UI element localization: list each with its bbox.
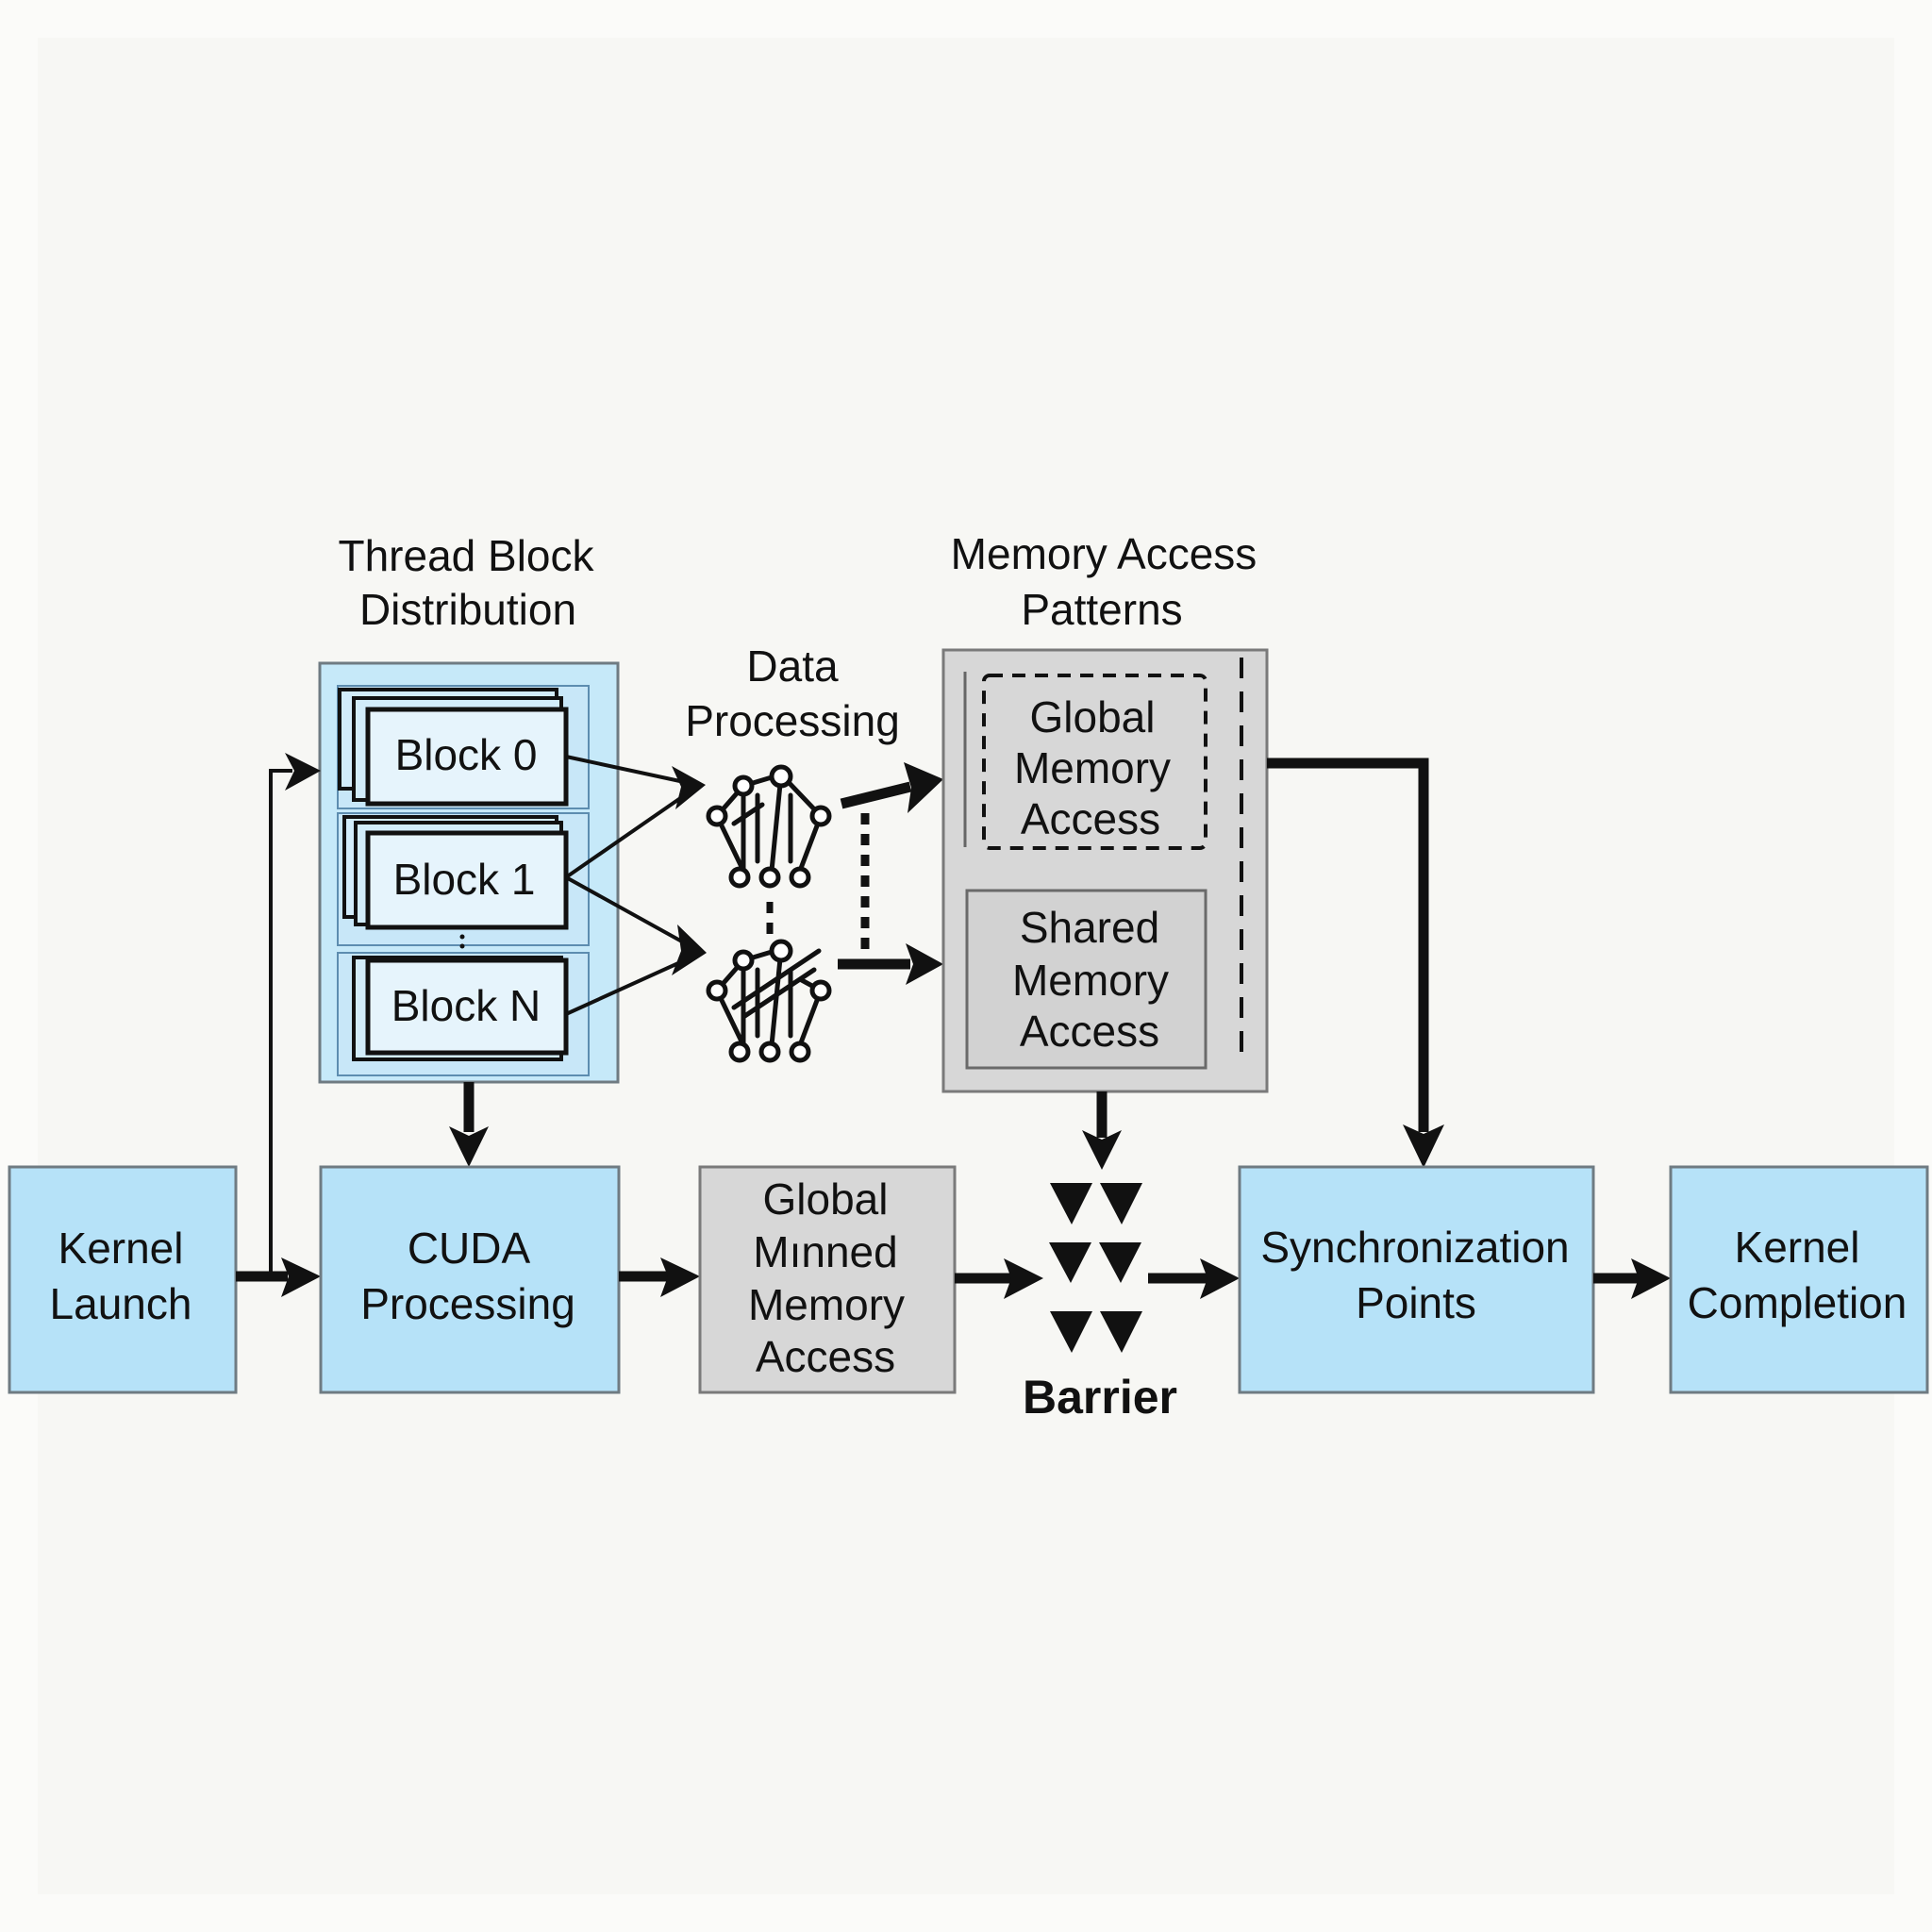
- thread-block-title: Thread Block Distribution: [338, 531, 594, 634]
- block-0-box: [365, 707, 569, 807]
- barrier-triangles-icon: [1049, 1183, 1142, 1353]
- sync-points-line2: Points: [1356, 1278, 1476, 1327]
- memory-patterns-title-line2: Patterns: [1021, 585, 1182, 634]
- arrow-sync-to-completion: [1593, 1258, 1671, 1299]
- global-memory-node[interactable]: Global Mınned Memory Access: [698, 1165, 957, 1394]
- kernel-launch-box: [8, 1165, 238, 1394]
- arrow-launch-to-cuda: [236, 1257, 321, 1297]
- global-memory-node-line3: Memory: [748, 1280, 905, 1329]
- cuda-processing-box: [319, 1165, 621, 1394]
- global-memory-line1: Global: [1030, 692, 1156, 741]
- memory-patterns-container[interactable]: Global Memory Access Shared Memory Acces…: [941, 648, 1269, 1093]
- shared-memory-line2: Memory: [1012, 956, 1169, 1005]
- block-0-label: Block 0: [395, 730, 538, 779]
- block-1-box: [365, 830, 569, 930]
- block-1[interactable]: Block 1: [337, 812, 590, 946]
- kernel-completion-line1: Kernel: [1735, 1223, 1860, 1272]
- memory-to-barrier-arrow: [1082, 1091, 1122, 1170]
- arrow-block0-to-top: [565, 755, 690, 785]
- block-n[interactable]: Block N: [337, 952, 590, 1076]
- arrowhead-to-shared: [906, 943, 943, 985]
- shared-memory-box: [965, 889, 1208, 1070]
- barrier-label: Barrier: [1023, 1371, 1177, 1424]
- thread-block-container[interactable]: Block 0 Block 1 Block N: [318, 661, 620, 1084]
- arrow-blockn-to-bottom: [565, 957, 690, 1016]
- kernel-completion-box: [1669, 1165, 1929, 1394]
- sync-points-box: [1238, 1165, 1595, 1394]
- cuda-processing-line2: Processing: [360, 1279, 575, 1328]
- shared-memory-access[interactable]: Shared Memory Access: [965, 889, 1208, 1070]
- arrow-block1-to-top: [564, 791, 691, 879]
- barrier-node[interactable]: Barrier: [1023, 1183, 1177, 1424]
- kernel-launch-line1: Kernel: [58, 1224, 184, 1273]
- data-processing-title-line2: Processing: [685, 696, 900, 745]
- arrowhead-bottom-processing: [672, 924, 707, 975]
- shared-memory-line1: Shared: [1020, 903, 1159, 952]
- neural-network-icon: [706, 764, 832, 889]
- global-memory-node-line1: Global: [763, 1174, 889, 1224]
- kernel-completion-node[interactable]: Kernel Completion: [1669, 1165, 1929, 1394]
- data-processing-title: Data Processing: [685, 641, 900, 745]
- arrow-barrier-to-sync: [1148, 1258, 1240, 1299]
- threadblock-to-cuda-arrow: [449, 1082, 489, 1167]
- memory-to-sync-connector: [1267, 758, 1444, 1168]
- launch-to-threadblock-arrow: [269, 753, 321, 1276]
- memory-patterns-title: Memory Access Patterns: [951, 529, 1257, 634]
- arrowhead-top-processing: [672, 766, 706, 809]
- global-memory-dashed-box: [982, 674, 1208, 850]
- arrow-block1-to-bottom: [565, 875, 690, 947]
- arrow-global-to-barrier: [955, 1258, 1043, 1299]
- kernel-launch-node[interactable]: Kernel Launch: [8, 1165, 238, 1394]
- block-to-processing-arrows: [564, 755, 707, 1016]
- thread-block-title-line1: Thread Block: [338, 531, 594, 580]
- arrow-top-to-global: [840, 781, 912, 809]
- block-1-label: Block 1: [393, 855, 536, 904]
- processing-to-memory-arrows: [838, 762, 943, 985]
- thread-block-title-line2: Distribution: [359, 585, 576, 634]
- neural-network-icon: [706, 939, 832, 1063]
- global-memory-node-line4: Access: [756, 1332, 895, 1381]
- sync-points-line1: Synchronization: [1260, 1223, 1569, 1272]
- sync-points-node[interactable]: Synchronization Points: [1238, 1165, 1595, 1394]
- memory-patterns-title-line1: Memory Access: [951, 529, 1257, 578]
- cuda-processing-node[interactable]: CUDA Processing: [319, 1165, 621, 1394]
- cuda-processing-line1: CUDA: [408, 1224, 531, 1273]
- block-n-label: Block N: [391, 981, 541, 1030]
- block-0[interactable]: Block 0: [337, 685, 590, 809]
- global-memory-line2: Memory: [1014, 743, 1171, 792]
- global-memory-access[interactable]: Global Memory Access: [982, 674, 1208, 850]
- arrowhead-to-global: [904, 762, 943, 813]
- kernel-launch-line2: Launch: [50, 1279, 192, 1328]
- global-memory-line3: Access: [1021, 794, 1160, 843]
- arrow-cuda-to-global: [619, 1257, 700, 1297]
- connector-arrowhead: [1403, 1124, 1444, 1168]
- kernel-completion-line2: Completion: [1688, 1278, 1907, 1327]
- global-memory-node-line2: Mınned: [753, 1227, 897, 1276]
- block-n-box: [365, 958, 569, 1056]
- connector-line: [1267, 758, 1429, 1132]
- shared-memory-line3: Access: [1020, 1007, 1159, 1056]
- data-processing-title-line1: Data: [746, 641, 839, 691]
